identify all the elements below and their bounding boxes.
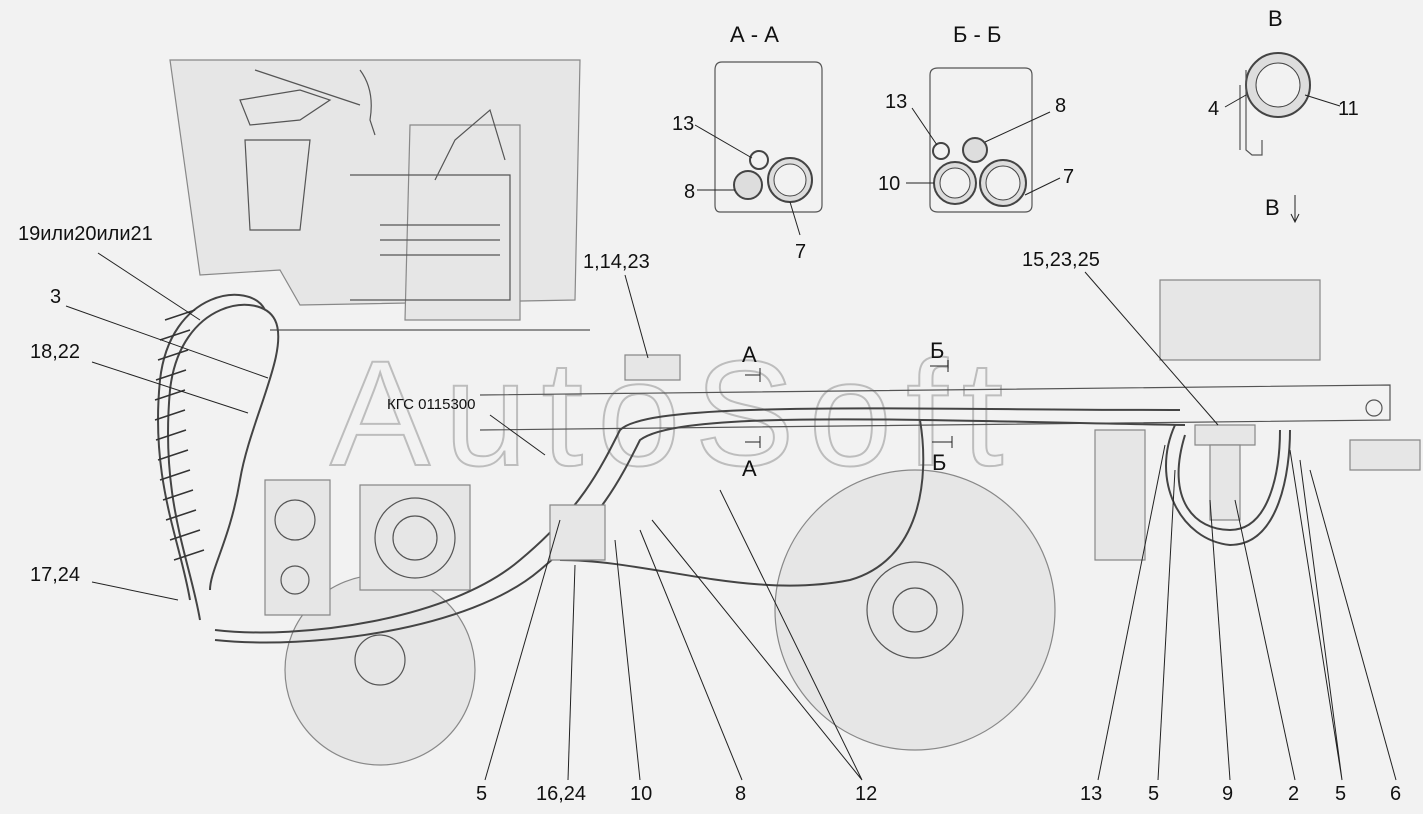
svg-text:7: 7 [795,241,806,263]
callout-19-20-21: 19или20или21 [18,223,153,245]
callout-15-23-25: 15,23,25 [1022,249,1100,271]
valve-block-top [549,354,1256,561]
callout-16-24: 16,24 [536,783,586,805]
svg-text:8: 8 [684,181,695,203]
section-bb: Б - Б 13 8 10 7 [878,22,1074,213]
callout-10: 10 [630,783,652,805]
svg-text:13: 13 [885,91,907,113]
callouts-bottom: 5 16,24 10 8 12 13 5 9 2 5 6 [476,444,1401,805]
callout-12: 12 [855,783,877,805]
svg-text:11: 11 [1338,98,1359,120]
svg-text:8: 8 [1055,95,1066,117]
spiral-guard [154,309,205,561]
callouts-top: 1,14,23 15,23,25 [583,249,1219,426]
callout-5-left: 5 [476,783,487,805]
section-bb-title: Б - Б [953,22,1001,47]
chassis-frame [479,279,1421,561]
callouts-left: 19или20или21 3 18,22 17,24 [18,223,269,601]
svg-text:7: 7 [1063,166,1074,188]
svg-text:13: 13 [672,113,694,135]
svg-text:10: 10 [878,173,900,195]
svg-text:А: А [742,342,757,367]
gearbox [264,479,471,616]
model-label: КГС 0115300 [387,396,475,413]
hose-bundle [157,293,1291,644]
view-v-arrow-label: В [1265,195,1280,220]
svg-text:А: А [742,456,757,481]
front-wheel [774,469,1056,751]
callout-17-24: 17,24 [30,564,80,586]
callout-3: 3 [50,286,61,308]
callout-5-right: 5 [1335,783,1346,805]
callout-18-22: 18,22 [30,341,80,363]
svg-text:Б: Б [930,338,944,363]
view-v-title: В [1268,6,1283,31]
callout-2: 2 [1288,783,1299,805]
machine-cab [169,59,590,331]
section-aa-title: А - А [730,22,779,47]
svg-text:4: 4 [1208,98,1219,120]
callout-1-14-23: 1,14,23 [583,251,650,273]
section-aa: А - А 13 8 7 [672,22,823,263]
callout-5-mid: 5 [1148,783,1159,805]
cut-marker-a: А А [742,342,761,481]
svg-text:Б: Б [932,450,946,475]
callout-8: 8 [735,783,746,805]
cut-marker-b: Б Б [930,338,953,475]
callout-6: 6 [1390,783,1401,805]
view-v: В 4 11 В [1208,6,1359,224]
callout-13: 13 [1080,783,1102,805]
callout-9: 9 [1222,783,1233,805]
